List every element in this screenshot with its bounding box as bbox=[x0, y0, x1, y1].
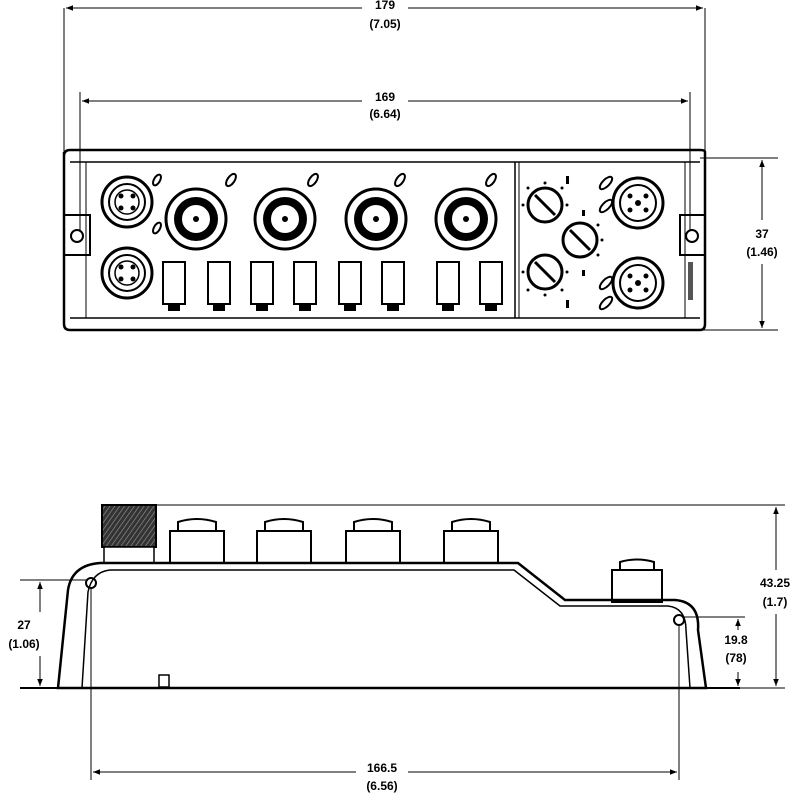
dim-mount-spacing-value: 169 bbox=[375, 90, 395, 104]
dim-front-height: 27 (1.06) bbox=[5, 579, 88, 686]
dim-base-length-inch: (6.56) bbox=[366, 779, 397, 793]
dim-base-length-value: 166.5 bbox=[367, 761, 397, 775]
mount-hole-right bbox=[685, 229, 699, 243]
side-view: 43.25 (1.7) 27 (1.06) 19.8 (78) 166.5 (6 bbox=[5, 504, 800, 798]
dim-overall-length-inch: (7.05) bbox=[369, 17, 400, 31]
rotary-switch-2 bbox=[561, 221, 599, 259]
side-connector-3 bbox=[345, 518, 401, 564]
dim-mount-spacing: 169 (6.64) bbox=[79, 88, 691, 230]
housing-side bbox=[56, 561, 708, 690]
connector-left-top bbox=[100, 175, 154, 229]
dim-width: 37 (1.46) bbox=[700, 157, 784, 331]
dim-width-value: 37 bbox=[755, 227, 769, 241]
knurled-connector bbox=[101, 504, 157, 548]
side-connector-5 bbox=[611, 558, 663, 603]
dim-overall-height: 43.25 (1.7) bbox=[156, 504, 800, 689]
io-connector-2 bbox=[253, 172, 319, 251]
side-mount-hole-right bbox=[673, 614, 685, 626]
top-view: 179 (7.05) 169 (6.64) 37 (1.46) bbox=[62, 0, 784, 332]
connector-left-bottom bbox=[100, 246, 154, 300]
network-connector-top bbox=[611, 176, 665, 230]
led-window-row bbox=[162, 261, 503, 311]
rotary-switch-1 bbox=[526, 186, 564, 224]
io-connector-3 bbox=[344, 172, 408, 251]
dim-overall-height-inch: (1.7) bbox=[763, 595, 788, 609]
dim-width-inch: (1.46) bbox=[746, 245, 777, 259]
side-connector-2 bbox=[256, 518, 312, 564]
side-connector-4 bbox=[443, 518, 499, 564]
rotary-switch-3 bbox=[526, 253, 564, 291]
switch-tick-marks bbox=[521, 176, 604, 308]
io-connector-4 bbox=[434, 172, 498, 251]
housing-top bbox=[62, 148, 707, 332]
dim-base-length: 166.5 (6.56) bbox=[90, 588, 680, 798]
dim-overall-height-value: 43.25 bbox=[760, 576, 790, 590]
label-strip bbox=[688, 262, 693, 300]
dim-front-height-value: 27 bbox=[17, 618, 31, 632]
dim-overall-length-value: 179 bbox=[375, 0, 395, 12]
mount-hole-left bbox=[70, 229, 84, 243]
network-connector-bottom bbox=[611, 256, 665, 310]
dim-rear-height: 19.8 (78) bbox=[684, 616, 756, 686]
dim-overall-length: 179 (7.05) bbox=[63, 0, 706, 160]
side-connector-1 bbox=[169, 518, 225, 564]
dim-rear-height-value: 19.8 bbox=[724, 633, 748, 647]
dim-front-height-inch: (1.06) bbox=[8, 637, 39, 651]
dim-mount-spacing-inch: (6.64) bbox=[369, 107, 400, 121]
io-connector-1 bbox=[164, 172, 237, 251]
dim-rear-height-inch: (78) bbox=[725, 651, 746, 665]
